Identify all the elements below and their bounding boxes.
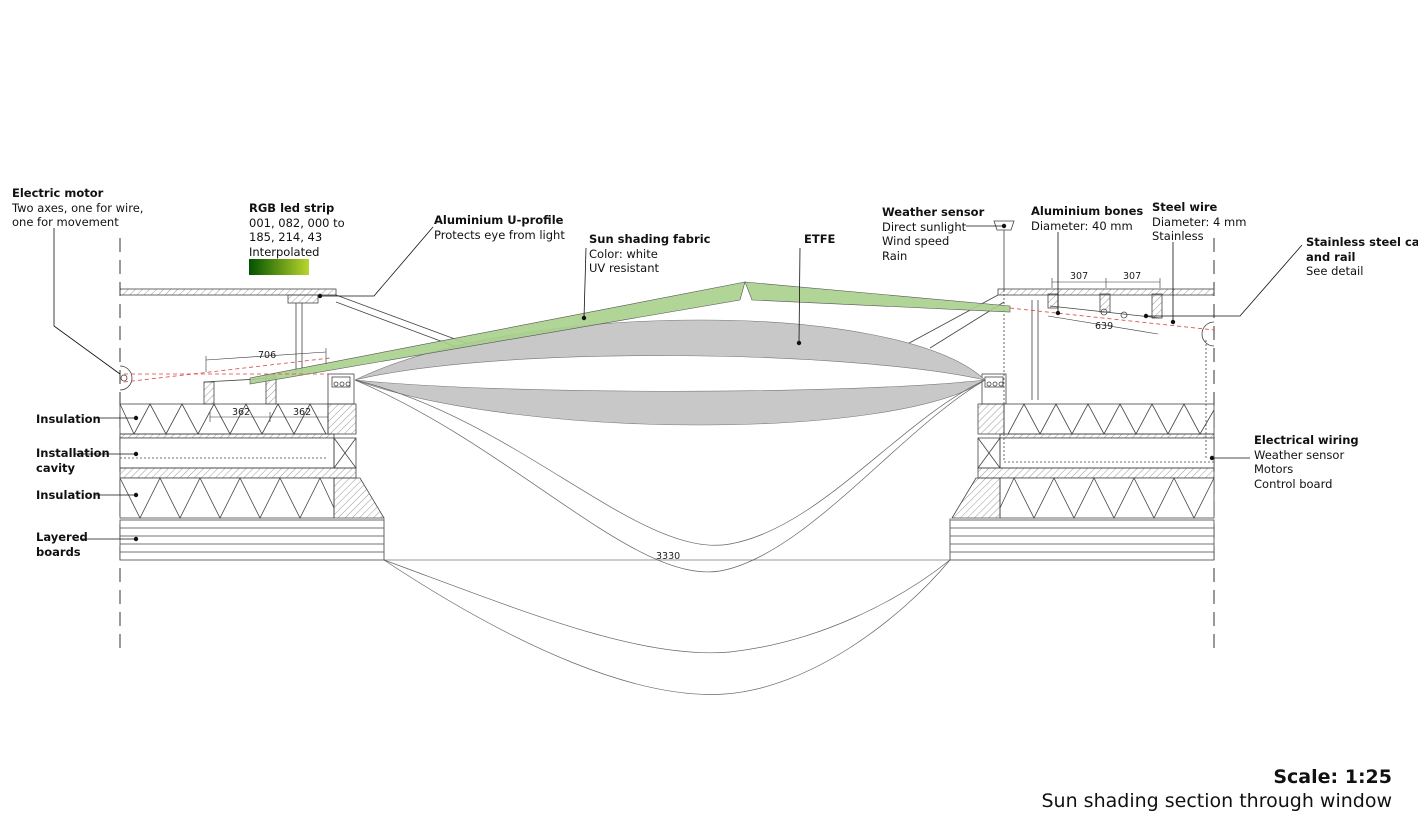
etfe-cushion: [354, 319, 987, 426]
dim-307-right: 307: [1123, 271, 1141, 282]
weather-sensor: [993, 220, 1015, 290]
label-title: Weather sensor: [882, 205, 985, 219]
dim-706: 706: [258, 350, 276, 361]
label-line: Weather sensor: [1254, 447, 1345, 462]
dim-3330: 3330: [656, 551, 680, 562]
right-canopy: [899, 288, 1215, 400]
electric-motor-right: [1201, 321, 1215, 347]
label-title: Insulation: [36, 412, 101, 426]
left-wall-buildup: [119, 373, 385, 561]
dimension-lines: [205, 278, 1161, 561]
label-title: Layered: [36, 530, 88, 544]
label-line: Diameter: 4 mm: [1152, 214, 1247, 229]
label-sun-fabric: Sun shading fabric Color: white UV resis…: [589, 232, 710, 276]
label-insulation-top: Insulation: [36, 412, 101, 427]
label-electrical-wiring: Electrical wiring Weather sensor Motors …: [1254, 433, 1359, 491]
label-title: Aluminium U-profile: [434, 213, 564, 227]
leader-lines: [53, 225, 1303, 540]
label-line: Color: white: [589, 246, 658, 261]
drawing-caption: Sun shading section through window: [1041, 790, 1393, 812]
label-title-2: and rail: [1306, 249, 1356, 264]
label-title: Steel wire: [1152, 200, 1218, 214]
label-etfe: ETFE: [804, 232, 835, 247]
label-layered-boards: Layered boards: [36, 530, 88, 559]
label-u-profile: Aluminium U-profile Protects eye from li…: [434, 213, 565, 242]
label-title: Aluminium bones: [1031, 204, 1144, 218]
dim-639: 639: [1095, 321, 1113, 332]
label-line: Control board: [1254, 476, 1333, 491]
label-line: Wind speed: [882, 234, 950, 248]
label-line: Diameter: 40 mm: [1031, 218, 1133, 233]
label-line: See detail: [1306, 264, 1364, 278]
electric-motor-left: [119, 365, 133, 391]
dim-307-left: 307: [1070, 271, 1088, 282]
label-line: Motors: [1254, 462, 1294, 476]
membrane-deflection-lines: [354, 379, 986, 695]
label-line: Interpolated: [249, 244, 320, 259]
label-insulation-bottom: Insulation: [36, 488, 101, 503]
label-title: Electric motor: [12, 186, 104, 200]
label-steel-cart: Stainless steel cart and rail See detail: [1306, 235, 1418, 279]
label-title: RGB led strip: [249, 201, 335, 215]
label-installation-cavity: Installation cavity: [36, 446, 110, 475]
label-title: ETFE: [804, 232, 836, 246]
label-title: Electrical wiring: [1254, 433, 1359, 447]
label-steel-wire: Steel wire Diameter: 4 mm Stainless: [1152, 200, 1246, 244]
label-alu-bones: Aluminium bones Diameter: 40 mm: [1031, 204, 1143, 233]
steel-wire: [123, 307, 1215, 383]
label-electric-motor: Electric motor Two axes, one for wire, o…: [12, 186, 143, 230]
label-title-2: boards: [36, 544, 81, 559]
dim-362-left: 362: [232, 407, 250, 418]
label-line: 185, 214, 43: [249, 230, 323, 244]
label-title-2: cavity: [36, 460, 76, 475]
label-line: Protects eye from light: [434, 227, 565, 242]
label-line: Two axes, one for wire,: [12, 200, 144, 215]
label-title: Installation: [36, 446, 110, 460]
label-weather-sensor: Weather sensor Direct sunlight Wind spee…: [882, 205, 984, 263]
label-line: Direct sunlight: [882, 219, 967, 234]
led-gradient-swatch: [249, 259, 309, 275]
label-title: Sun shading fabric: [589, 232, 711, 246]
sun-shading-fabric: [249, 281, 1011, 385]
label-rgb-led: RGB led strip 001, 082, 000 to 185, 214,…: [249, 201, 345, 259]
label-title: Insulation: [36, 488, 101, 502]
right-wall-buildup: [949, 290, 1215, 561]
label-line: UV resistant: [589, 261, 660, 275]
label-line: Rain: [882, 248, 908, 263]
label-title: Stainless steel cart: [1306, 235, 1418, 249]
label-line: Stainless: [1152, 229, 1204, 243]
label-line: one for movement: [12, 215, 119, 229]
leader-dots: [133, 223, 1215, 542]
dim-362-right: 362: [293, 407, 311, 418]
label-line: 001, 082, 000 to: [249, 215, 345, 230]
scale-label: Scale: 1:25: [1273, 766, 1392, 788]
